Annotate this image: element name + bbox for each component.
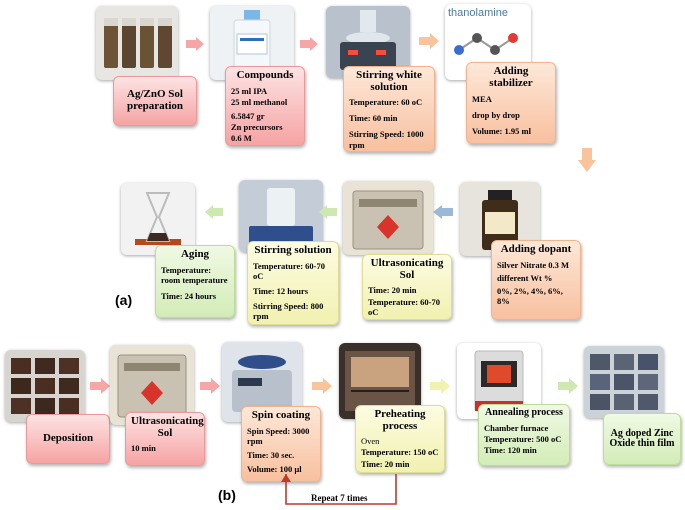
arrow-6	[319, 205, 337, 219]
panel-a-label: (a)	[115, 292, 133, 308]
stirring-line: Stirring Speed: 800 rpm	[253, 301, 324, 322]
substrates-photo	[5, 350, 85, 422]
arrow-b3	[312, 378, 332, 394]
spin-coating-line: Volume: 100 µl	[247, 464, 302, 475]
spin-coating-title: Spin coating	[251, 409, 311, 421]
films-photo	[584, 346, 664, 418]
dopant-line: different Wt %	[497, 272, 553, 283]
arrow-b1	[90, 378, 110, 394]
ultrasonic-photo	[343, 181, 433, 255]
deposition-title: Deposition	[42, 432, 94, 445]
compounds-line: Zn precursors	[231, 122, 283, 133]
hourglass-photo	[121, 183, 195, 255]
compounds-line: 25 ml methanol	[231, 96, 288, 107]
arrow-b2	[200, 378, 220, 394]
compounds-line: 6.5847 gr	[231, 110, 265, 121]
aging-title: Aging	[180, 248, 210, 260]
stirring-line: Time: 12 hours	[253, 285, 309, 296]
stabilizer-line: Volume: 1.95 ml	[472, 126, 531, 137]
arrow-2	[300, 37, 318, 51]
arrow-b4	[430, 378, 450, 394]
spin-coating-box: Spin coating Spin Speed: 3000 rpm Time: …	[241, 406, 321, 482]
ultrasonic-b-box: Ultrasonicating Sol 10 min	[125, 412, 205, 466]
sol-preparation-title: Ag/ZnO Sol preparation	[126, 88, 184, 112]
panel-b-label: (b)	[218, 487, 236, 503]
dopant-box: Adding dopant Silver Nitrate 0.3 M diffe…	[491, 240, 581, 320]
aging-line: Time: 24 hours	[161, 290, 217, 301]
ultrasonic-line: Time: 20 min	[368, 285, 417, 296]
stirring-white-line: Temperature: 60 oC	[349, 97, 423, 108]
stirring-line: Temperature: 60-70 oC	[253, 260, 326, 281]
annealing-line: Time: 120 min	[484, 444, 537, 455]
arrow-1	[186, 37, 204, 51]
arrow-5	[205, 205, 223, 219]
annealing-line: Chamber furnace	[484, 422, 549, 433]
ultrasonic-b-line: 10 min	[131, 443, 156, 454]
dopant-line: Silver Nitrate 0.3 M	[497, 259, 570, 270]
arrow-down	[578, 148, 596, 172]
stirring-title: Stirring solution	[254, 244, 332, 256]
stirring-white-line: Stirring Speed: 1000 rpm	[349, 129, 424, 150]
deposition-box: Deposition	[26, 414, 110, 464]
arrow-7	[433, 205, 453, 219]
final-film-box: Ag doped Zinc Oxide thin film	[603, 413, 681, 465]
stabilizer-line: MEA	[472, 94, 492, 105]
ultrasonic-box: Ultrasonicating Sol Time: 20 min Tempera…	[362, 254, 452, 320]
stabilizer-title: Adding stabilizer	[489, 65, 533, 89]
stirring-box: Stirring solution Temperature: 60-70 oC …	[247, 241, 339, 325]
dopant-title: Adding dopant	[500, 243, 572, 255]
preheating-line: Oven	[361, 436, 380, 447]
stirring-white-title: Stirring white solution	[356, 69, 422, 93]
ultrasonic-line: Temperature: 60-70 oC	[368, 297, 441, 318]
preheating-line: Temperature: 150 oC	[361, 447, 439, 458]
ultrasonic-b-photo	[110, 345, 194, 425]
preheating-title: Preheating process	[374, 408, 426, 432]
sol-preparation-box: Ag/ZnO Sol preparation	[113, 76, 197, 126]
compounds-box: Compounds 25 ml IPA 25 ml methanol 6.584…	[225, 66, 305, 146]
ultrasonic-title: Ultrasonicating Sol	[370, 257, 444, 281]
repeat-text: Repeat 7 times	[311, 493, 368, 503]
repeat-loop	[281, 474, 397, 505]
compounds-line: 25 ml IPA	[231, 85, 268, 96]
aging-line: Temperature: room temperature	[161, 264, 228, 285]
compounds-title: Compounds	[236, 69, 294, 81]
dopant-line: 0%, 2%, 4%, 6%, 8%	[497, 285, 563, 307]
arrow-3	[419, 33, 439, 49]
aging-box: Aging Temperature: room temperature Time…	[155, 245, 235, 318]
stabilizer-box: Adding stabilizer MEA drop by drop Volum…	[466, 62, 556, 144]
annealing-box: Annealing process Chamber furnace Temper…	[478, 404, 570, 466]
preheating-line: Time: 20 min	[361, 459, 410, 470]
final-film-title: Ag doped Zinc Oxide thin film	[609, 427, 675, 449]
arrow-b5	[558, 378, 578, 394]
annealing-line: Temperature: 500 oC	[484, 433, 562, 444]
annealing-title: Annealing process	[485, 407, 563, 418]
compounds-line: 0.6 M	[231, 133, 252, 144]
vials-photo	[96, 6, 178, 80]
preheating-box: Preheating process Oven Temperature: 150…	[355, 405, 445, 473]
spin-coating-line: Time: 30 sec.	[247, 449, 295, 460]
stirring-white-line: Time: 60 min	[349, 113, 398, 124]
spin-coating-line: Spin Speed: 3000 rpm	[247, 425, 310, 446]
ultrasonic-b-title: Ultrasonicating Sol	[131, 415, 204, 439]
stabilizer-line: drop by drop	[472, 110, 520, 121]
stirring-white-box: Stirring white solution Temperature: 60 …	[343, 66, 435, 152]
molecule-label: thanolamine	[448, 7, 508, 19]
